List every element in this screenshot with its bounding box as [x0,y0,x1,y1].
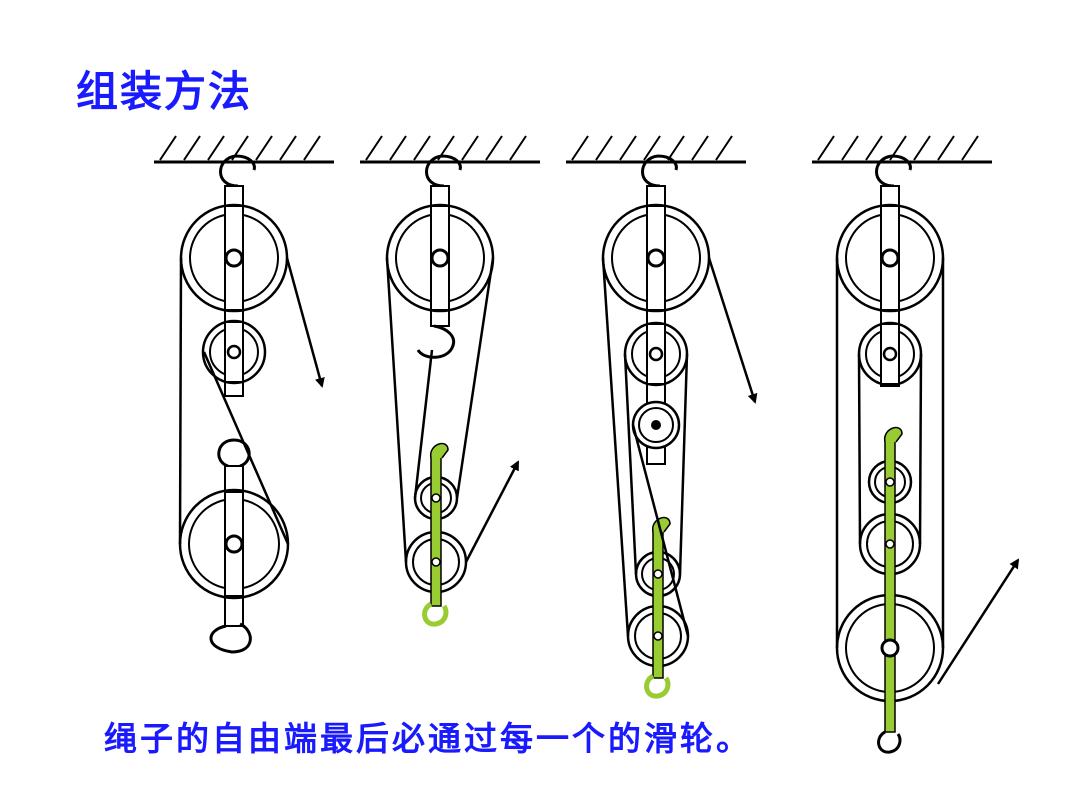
fixed-pulley-3 [601,203,711,313]
movable-block-3 [626,516,690,699]
fixed-pulley-small-3 [631,400,681,450]
ceiling-hook-2 [425,154,462,188]
movable-block-1 [178,438,290,654]
caption-text: 绳子的自由端最后必通过每一个的滑轮。 [104,719,752,758]
pulley-system-2 [360,135,540,627]
rope-2 [385,257,520,563]
ceiling-3 [566,135,746,164]
rope-4 [835,258,1020,685]
ceiling-hook-1 [219,154,256,188]
fixed-pulley-2 [385,203,495,313]
frame-hook-2 [416,324,455,359]
movable-block-2 [404,442,468,627]
rope-1 [178,257,325,545]
ceiling-hook-4 [875,154,912,188]
ceiling-hook-3 [641,154,678,188]
fixed-pulley-1 [179,203,289,313]
fixed-pulley-small-1 [201,319,267,385]
pulley-system-1 [154,135,334,654]
ceiling-2 [360,135,540,164]
movable-block-4 [835,426,945,754]
fixed-pulley-mid-3 [623,321,689,387]
rope-3 [601,257,758,637]
pulley-system-3 [566,135,758,699]
slide-title: 组装方法 [76,67,253,116]
fixed-pulley-4 [835,203,945,313]
fixed-pulley-small-4 [857,321,923,387]
ceiling-1 [154,135,334,164]
pulley-system-4 [812,135,1020,754]
ceiling-4 [812,135,992,164]
